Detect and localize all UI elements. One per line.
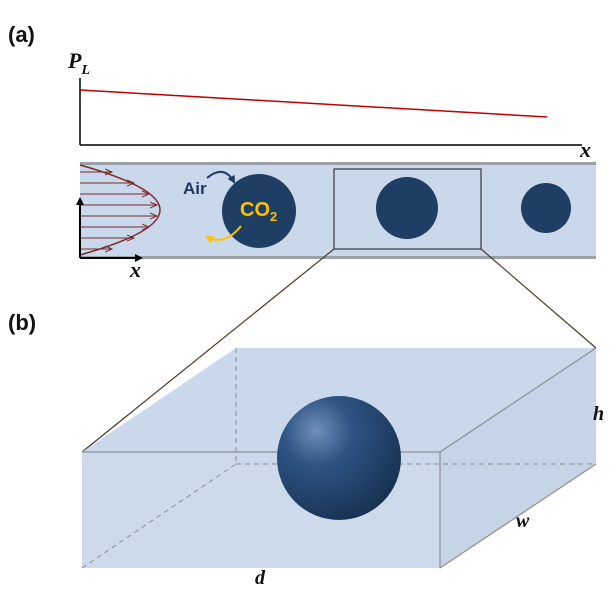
pressure-drop-line: [79, 89, 548, 118]
x-axis-label: x: [579, 137, 591, 162]
bubble: [376, 177, 438, 239]
dimension-d-label: d: [255, 567, 266, 589]
hidden-edge: [81, 463, 237, 569]
parabolic-profile-curve: [79, 164, 161, 256]
dimension-w-label: w: [516, 510, 530, 532]
co2-transfer-arrow: [205, 225, 242, 244]
co2-label: CO2: [240, 199, 277, 224]
dimension-h-label: h: [593, 403, 604, 425]
air-transfer-arrow: [206, 171, 235, 184]
air-label: Air: [183, 179, 207, 198]
panel-b-label: (b): [8, 310, 36, 335]
visible-edge: [439, 463, 597, 569]
bubble-sphere: [277, 396, 401, 520]
selection-box: [333, 168, 482, 250]
microchannel: [80, 163, 596, 258]
bubble: [521, 183, 571, 233]
co2-bubble: [222, 174, 296, 248]
box-right-face: [440, 348, 596, 568]
velocity-profile: [79, 164, 161, 256]
zoom-line-left: [81, 248, 335, 453]
pressure-axis-label: PL: [67, 48, 90, 78]
panel-a-label: (a): [8, 22, 35, 47]
zoom-line-right: [480, 248, 597, 349]
profile-x-label: x: [129, 257, 141, 282]
